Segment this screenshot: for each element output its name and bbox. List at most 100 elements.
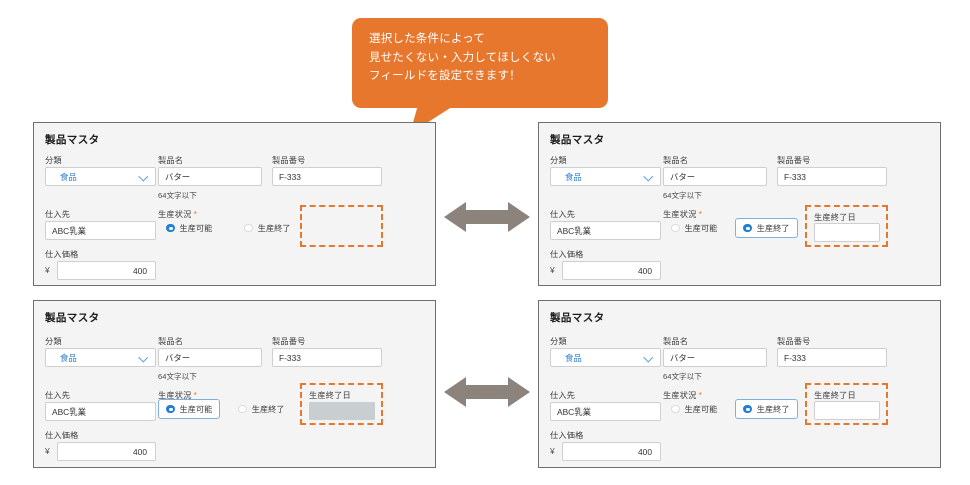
label-purchase-price: 仕入価格 — [550, 250, 584, 259]
product-name-hint: 64文字以下 — [663, 191, 702, 200]
disabled-field-highlight — [300, 383, 383, 425]
radio-dot-selected-icon — [166, 404, 175, 414]
page-title: 製品マスタ — [45, 134, 100, 146]
form-panel-top-right: 製品マスタ 分類 食品 製品名 バター 64文字以下 製品番号 F-333 仕入… — [538, 122, 941, 286]
label-supplier: 仕入先 — [45, 391, 71, 400]
yen-symbol: ¥ — [550, 265, 555, 275]
label-product-number: 製品番号 — [272, 156, 306, 165]
label-production-status-text: 生産状況 — [663, 391, 697, 400]
category-select-value: 食品 — [60, 171, 77, 182]
product-name-input[interactable]: バター — [663, 167, 767, 186]
hidden-field-highlight — [300, 205, 383, 247]
yen-symbol: ¥ — [45, 265, 50, 275]
label-product-name: 製品名 — [663, 337, 689, 346]
label-production-status: 生産状況* — [663, 389, 702, 401]
end-date-input[interactable] — [814, 223, 880, 242]
label-production-status-text: 生産状況 — [663, 210, 697, 219]
yen-symbol: ¥ — [550, 446, 555, 456]
radio-dot-icon — [244, 223, 253, 233]
supplier-input[interactable]: ABC乳業 — [550, 221, 661, 240]
callout-text: 選択した条件によって 見せたくない・入力してほしくない フィールドを設定できます… — [369, 33, 556, 83]
supplier-input[interactable]: ABC乳業 — [45, 402, 156, 421]
category-select-value: 食品 — [565, 352, 582, 363]
product-name-input[interactable]: バター — [663, 348, 767, 367]
category-select[interactable]: 食品 — [45, 167, 156, 186]
purchase-price-input[interactable]: 400 — [57, 261, 156, 280]
product-number-input[interactable]: F-333 — [272, 167, 382, 186]
label-purchase-price: 仕入価格 — [550, 431, 584, 440]
radio-option-discontinued[interactable]: 生産終了 — [230, 399, 292, 419]
label-production-status: 生産状況* — [158, 208, 197, 220]
purchase-price-input[interactable]: 400 — [562, 442, 661, 461]
label-product-name: 製品名 — [158, 156, 184, 165]
form-panel-bottom-right: 製品マスタ 分類 食品 製品名 バター 64文字以下 製品番号 F-333 仕入… — [538, 300, 941, 468]
radio-dot-selected-icon — [166, 223, 175, 233]
product-name-input[interactable]: バター — [158, 348, 262, 367]
label-product-number: 製品番号 — [272, 337, 306, 346]
product-number-input[interactable]: F-333 — [777, 348, 887, 367]
label-category: 分類 — [45, 156, 62, 165]
label-product-name: 製品名 — [663, 156, 689, 165]
production-status-radio-group[interactable]: 生産可能 生産終了 — [663, 399, 798, 419]
chevron-down-icon — [139, 172, 148, 181]
radio-label-available: 生産可能 — [684, 224, 718, 233]
product-number-input[interactable]: F-333 — [777, 167, 887, 186]
product-name-hint: 64文字以下 — [158, 372, 197, 381]
double-arrow-icon-top — [444, 202, 530, 232]
required-marker: * — [193, 210, 197, 219]
radio-option-discontinued[interactable]: 生産終了 — [735, 399, 798, 419]
production-status-radio-group[interactable]: 生産可能 生産終了 — [158, 218, 299, 238]
label-end-date: 生産終了日 — [814, 213, 856, 222]
chevron-down-icon — [644, 353, 653, 362]
required-marker: * — [698, 391, 702, 400]
label-production-status-text: 生産状況 — [158, 391, 192, 400]
category-select[interactable]: 食品 — [550, 348, 661, 367]
category-select-value: 食品 — [60, 352, 77, 363]
supplier-input[interactable]: ABC乳業 — [550, 402, 661, 421]
label-end-date: 生産終了日 — [309, 391, 351, 400]
label-product-number: 製品番号 — [777, 337, 811, 346]
callout-bubble: 選択した条件によって 見せたくない・入力してほしくない フィールドを設定できます… — [352, 18, 608, 108]
radio-dot-selected-icon — [743, 404, 752, 414]
product-name-hint: 64文字以下 — [158, 191, 197, 200]
radio-label-available: 生産可能 — [684, 405, 718, 414]
label-purchase-price: 仕入価格 — [45, 250, 79, 259]
purchase-price-input[interactable]: 400 — [57, 442, 156, 461]
radio-option-available[interactable]: 生産可能 — [663, 399, 725, 419]
product-number-input[interactable]: F-333 — [272, 348, 382, 367]
radio-option-discontinued[interactable]: 生産終了 — [735, 218, 798, 238]
category-select[interactable]: 食品 — [550, 167, 661, 186]
radio-dot-icon — [671, 404, 680, 414]
end-date-input[interactable] — [814, 401, 880, 420]
product-name-input[interactable]: バター — [158, 167, 262, 186]
production-status-radio-group[interactable]: 生産可能 生産終了 — [158, 399, 293, 419]
label-category: 分類 — [550, 156, 567, 165]
chevron-down-icon — [644, 172, 653, 181]
form-panel-top-left: 製品マスタ 分類 食品 製品名 バター 64文字以下 製品番号 F-333 仕入… — [33, 122, 436, 286]
production-status-radio-group[interactable]: 生産可能 生産終了 — [663, 218, 798, 238]
yen-symbol: ¥ — [45, 446, 50, 456]
radio-option-available[interactable]: 生産可能 — [158, 218, 220, 238]
category-select-value: 食品 — [565, 171, 582, 182]
label-product-number: 製品番号 — [777, 156, 811, 165]
radio-label-discontinued: 生産終了 — [251, 405, 285, 414]
form-panel-bottom-left: 製品マスタ 分類 食品 製品名 バター 64文字以下 製品番号 F-333 仕入… — [33, 300, 436, 468]
radio-label-available: 生産可能 — [179, 405, 213, 414]
radio-option-discontinued[interactable]: 生産終了 — [236, 218, 298, 238]
radio-dot-icon — [671, 223, 680, 233]
label-purchase-price: 仕入価格 — [45, 431, 79, 440]
label-supplier: 仕入先 — [550, 391, 576, 400]
radio-label-available: 生産可能 — [179, 224, 213, 233]
label-category: 分類 — [45, 337, 62, 346]
label-production-status-text: 生産状況 — [158, 210, 192, 219]
label-supplier: 仕入先 — [45, 210, 71, 219]
page-title: 製品マスタ — [550, 312, 605, 324]
purchase-price-input[interactable]: 400 — [562, 261, 661, 280]
label-production-status: 生産状況* — [663, 208, 702, 220]
radio-option-available[interactable]: 生産可能 — [158, 399, 221, 419]
supplier-input[interactable]: ABC乳業 — [45, 221, 156, 240]
radio-option-available[interactable]: 生産可能 — [663, 218, 725, 238]
category-select[interactable]: 食品 — [45, 348, 156, 367]
radio-dot-selected-icon — [743, 223, 752, 233]
